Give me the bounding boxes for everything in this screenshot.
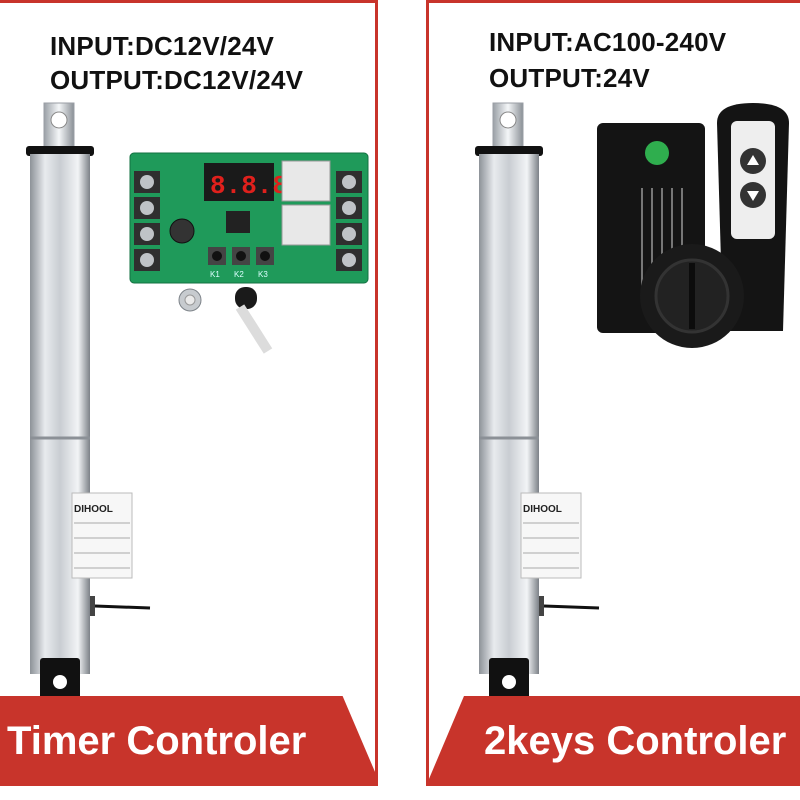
left-output-spec: OUTPUT:DC12V/24V — [50, 65, 304, 95]
actuator-brand-label: DIHOOL — [74, 504, 113, 515]
led-display: 8.8.8 — [210, 171, 288, 201]
button-label-k1: K1 — [210, 270, 220, 279]
actuator-brand-label: DIHOOL — [523, 504, 562, 515]
timer-controller-banner: Timer Controler — [0, 696, 375, 783]
linear-actuator-image: DIHOOL — [475, 102, 600, 700]
right-output-spec: OUTPUT:24V — [489, 63, 650, 93]
switch-and-sensor-image — [178, 287, 273, 354]
two-key-controller-banner: 2keys Controler — [429, 696, 800, 783]
remote-holder-puck-image — [640, 244, 744, 348]
two-key-controller-title: 2keys Controler — [484, 718, 787, 763]
two-key-controller-panel: INPUT:AC100-240V OUTPUT:24V DIHOOL — [426, 0, 800, 786]
button-label-k2: K2 — [234, 270, 244, 279]
linear-actuator-image: DIHOOL — [26, 102, 151, 700]
right-input-spec: INPUT:AC100-240V — [489, 27, 727, 57]
button-label-k3: K3 — [258, 270, 268, 279]
timer-controller-panel: INPUT:DC12V/24V OUTPUT:DC12V/24V DIHOOL — [0, 0, 378, 786]
timer-controller-title: Timer Controler — [7, 718, 307, 763]
left-input-spec: INPUT:DC12V/24V — [50, 31, 275, 61]
timer-pcb-board: 8.8.8 K1 K2 K3 — [129, 152, 369, 284]
